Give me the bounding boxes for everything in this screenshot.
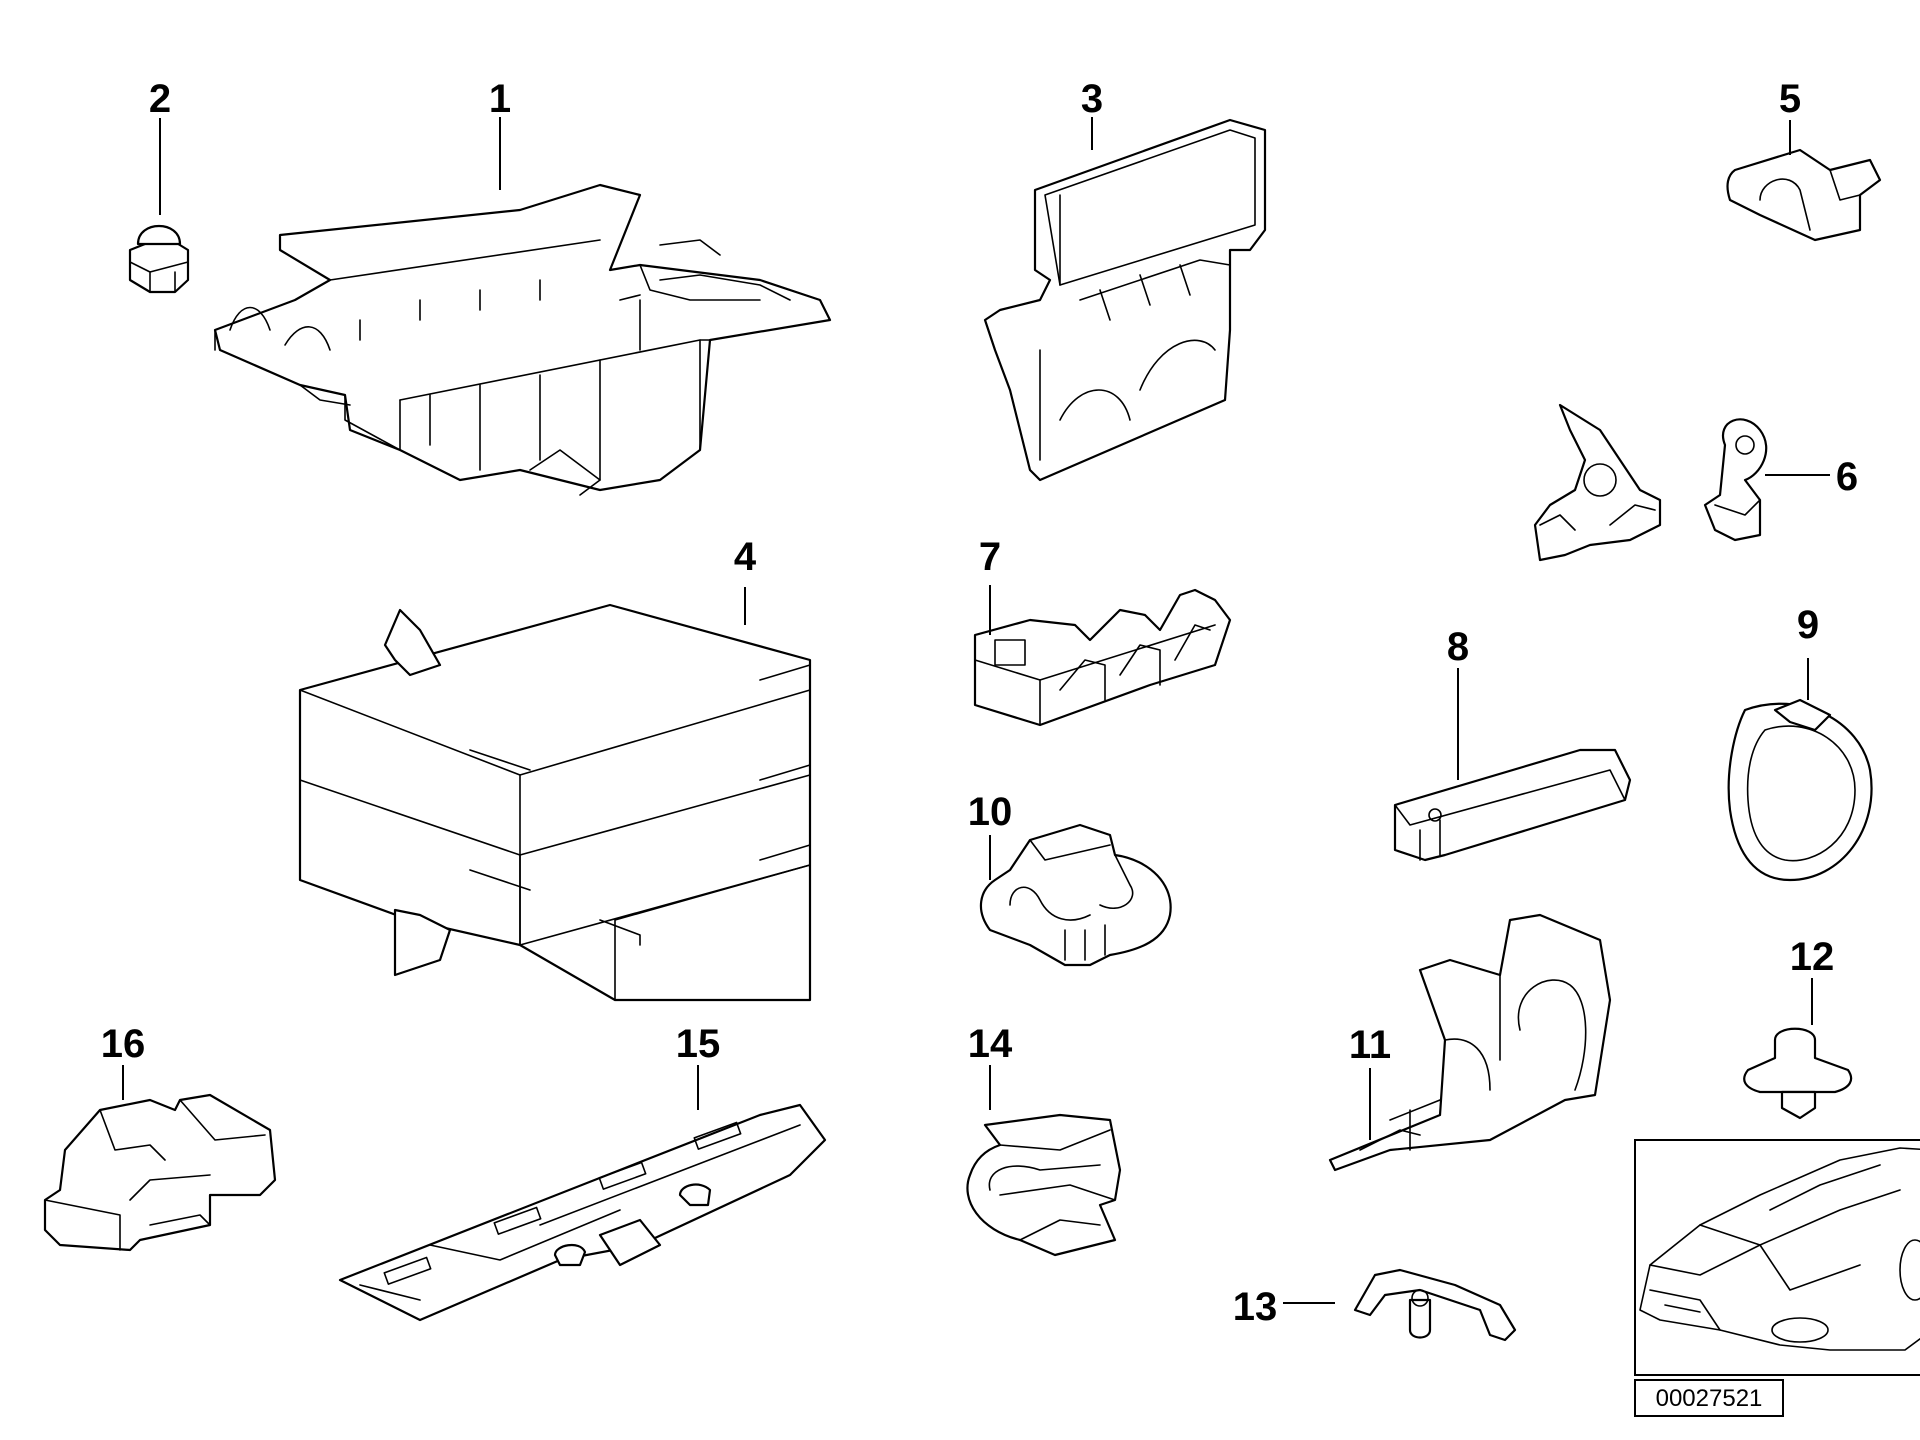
callout-13: 13	[1233, 1285, 1278, 1329]
callout-5: 5	[1779, 77, 1801, 121]
part-1-fuse-box-tray[interactable]	[213, 183, 832, 496]
callout-2: 2	[149, 77, 171, 121]
part-3-relay-holder[interactable]	[983, 118, 1267, 482]
part-13-bracket[interactable]	[1353, 1268, 1517, 1342]
car-outline	[1639, 1147, 1920, 1351]
callout-6: 6	[1836, 455, 1858, 499]
part-14-clip[interactable]	[966, 1113, 1122, 1257]
part-2-hex-nut[interactable]	[128, 224, 190, 294]
callout-3: 3	[1081, 77, 1103, 121]
callout-16: 16	[101, 1022, 146, 1066]
part-9-band-clamp[interactable]	[1727, 698, 1873, 882]
callout-14: 14	[968, 1022, 1013, 1066]
part-5-clip[interactable]	[1726, 148, 1882, 242]
part-11-support-bracket[interactable]	[1328, 913, 1612, 1172]
part-15-cover-plate[interactable]	[338, 1103, 827, 1322]
callout-8: 8	[1447, 625, 1469, 669]
reference-number-box: 00027521	[1634, 1379, 1784, 1417]
reference-number: 00027521	[1656, 1385, 1763, 1412]
callout-10: 10	[968, 790, 1013, 834]
part-8-rail[interactable]	[1393, 748, 1632, 862]
part-6-ring-terminal[interactable]	[1703, 418, 1768, 542]
callout-9: 9	[1797, 603, 1819, 647]
reference-frame	[1634, 1379, 1784, 1417]
unlabelled-bracket[interactable]	[1533, 403, 1662, 562]
part-7-cable-holder[interactable]	[973, 588, 1232, 727]
callout-numbers: 1 2 3 4 5 6 7 8 9 10 11 12 13 14 15 16	[101, 77, 1858, 1329]
part-12-expanding-plug[interactable]	[1743, 1027, 1853, 1120]
callout-1: 1	[489, 77, 511, 121]
callout-15: 15	[676, 1022, 721, 1066]
callout-11: 11	[1349, 1023, 1391, 1067]
leader-lines	[122, 117, 1830, 1304]
callout-7: 7	[979, 535, 1001, 579]
callout-12: 12	[1790, 935, 1835, 979]
inset-frame	[1634, 1139, 1920, 1376]
callout-4: 4	[734, 535, 757, 579]
vehicle-location-inset	[1634, 1139, 1920, 1376]
part-10-clip[interactable]	[979, 823, 1172, 967]
part-4-module-carrier[interactable]	[298, 603, 812, 1002]
part-16-connector-holder[interactable]	[43, 1093, 277, 1252]
